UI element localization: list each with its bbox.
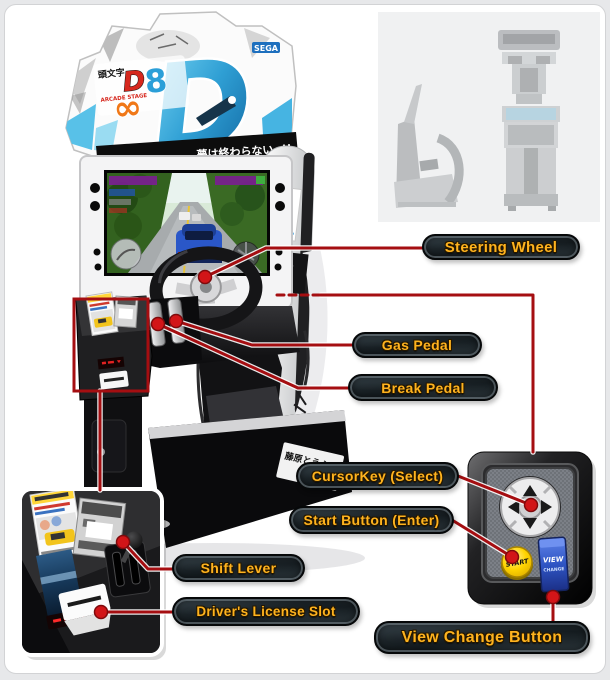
- pointer-dot-cursor-key: [523, 497, 539, 513]
- sega-logo-text: SEGA: [254, 44, 279, 53]
- reference-top-view: [498, 30, 560, 104]
- label-gas-pedal: Gas Pedal: [352, 332, 482, 358]
- sega-logo-plate: [252, 42, 280, 53]
- pointer-line-steering-wheel: [203, 246, 426, 279]
- marquee-artwork: D SEGA 頭文字 D 8 ARCADE STAGE ∞ 夢は終わらない..!…: [65, 11, 298, 168]
- pointer-dot-shift-lever: [115, 534, 131, 550]
- logo-infinity-text: ∞: [112, 87, 144, 130]
- label-steering-wheel: Steering Wheel: [422, 234, 580, 260]
- logo-number-text: 8: [143, 61, 169, 101]
- highlight-box-shift-console: [72, 297, 150, 393]
- pointer-dot-license-slot: [93, 604, 109, 620]
- inset-control-panel-detail: START VIEW CHANGE: [467, 451, 596, 608]
- pointer-line-shift-lever: [121, 540, 176, 571]
- reference-side-view: [394, 84, 464, 208]
- shift-console: [75, 291, 153, 401]
- label-shift-lever: Shift Lever: [172, 554, 305, 582]
- view-button-text: VIEW: [543, 555, 564, 564]
- instruction-card: [113, 295, 139, 328]
- pointer-dot-break-pedal: [150, 316, 166, 332]
- inset-shift-lever-detail: [18, 487, 166, 660]
- reference-front-view: [502, 106, 560, 211]
- pointer-line-start-button: [450, 518, 514, 559]
- label-break-pedal: Break Pedal: [348, 374, 498, 401]
- view-button-subtext: CHANGE: [543, 566, 564, 573]
- dpad-up-arrow-icon: [523, 485, 537, 496]
- initial-d-logo: 頭文字 D 8 ARCADE STAGE ∞: [93, 55, 190, 130]
- steering-wheel: [149, 246, 263, 332]
- label-start-button: Start Button (Enter): [289, 506, 454, 534]
- dpad-left-arrow-icon: [508, 500, 519, 514]
- pointer-line-break-pedal: [156, 322, 352, 390]
- pointer-dot-start-button: [504, 549, 520, 565]
- card-slot-small: [99, 370, 129, 390]
- inset-instruction-panel: [72, 497, 127, 560]
- view-change-button: VIEW CHANGE: [537, 536, 570, 593]
- start-button-text: START: [505, 557, 529, 569]
- pointer-line-gas-pedal: [174, 319, 356, 347]
- annotations: [72, 245, 561, 625]
- logo-d-text: D: [121, 65, 147, 98]
- label-cursor-key: CursorKey (Select): [296, 462, 459, 490]
- dpad-right-arrow-icon: [541, 500, 552, 514]
- led-display: [97, 356, 125, 370]
- pointer-line-cursor-key: [456, 474, 533, 507]
- pointer-dot-steering-wheel: [197, 269, 213, 285]
- logo-title-text: 頭文字: [97, 66, 125, 81]
- label-view-change: View Change Button: [374, 621, 590, 654]
- pointer-dot-view-change: [545, 589, 561, 605]
- inset-flyer: [29, 491, 85, 559]
- pointer-line-control-panel: [319, 293, 535, 454]
- dpad-down-arrow-icon: [523, 518, 537, 529]
- label-license-slot: Driver's License Slot: [172, 597, 360, 626]
- logo-subtitle-text: ARCADE STAGE: [100, 93, 147, 104]
- pointer-dot-gas-pedal: [168, 313, 184, 329]
- reference-views-panel: [378, 12, 600, 222]
